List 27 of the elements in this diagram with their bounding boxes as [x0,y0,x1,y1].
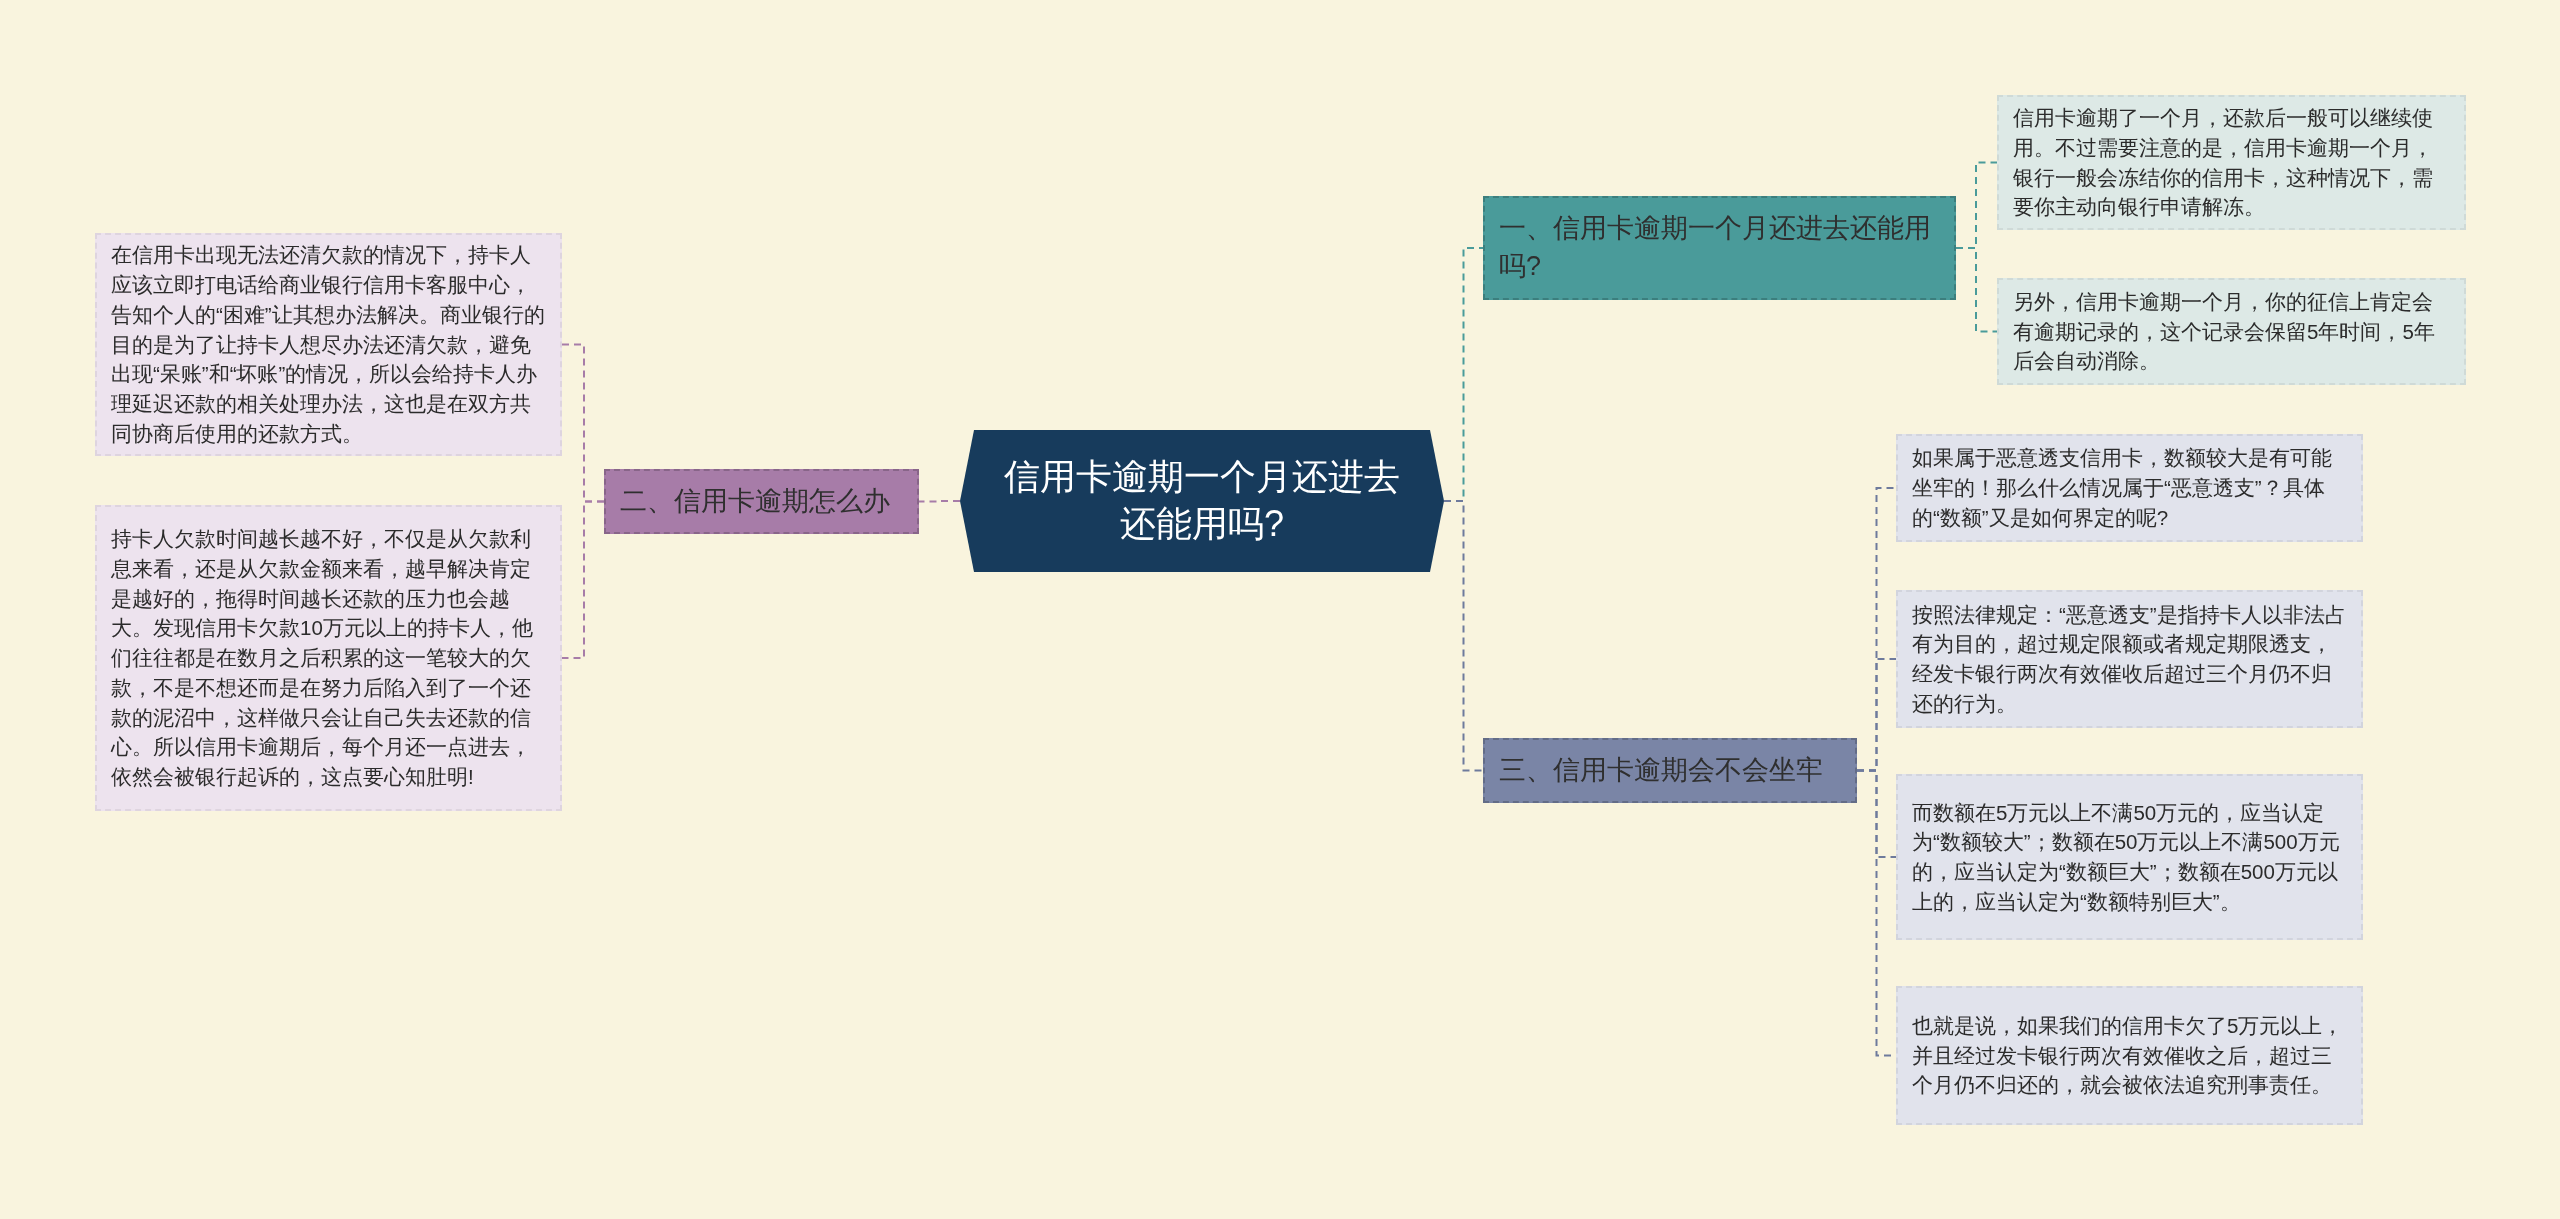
note-text: 而数额在5万元以上不满50万元的，应当认定为“数额较大”；数额在50万元以上不满500万元的，应当认定为“数额巨大”；数额在500万元以上的，应当认定为“数额特别巨大”。 [1912,799,2341,915]
connector-line [561,500,605,659]
note-box [95,505,562,811]
note-text: 持卡人欠款时间越长越不好，不仅是从欠款利息来看，还是从欠款金额来看，越早解决肯定是越好的，拖得时间越长还款的压力也会越大。发现信用卡欠款10万元以上的持卡人，他们往往都是在数月之后积累的这一笔较大的欠款，不是不想还而是在努力后陷入到了一个还款的泥沼中，这样做只会让自己失去还款的信心。所以信用卡逾期后，每个月还一点进去，依然会被银行起诉的，这点要心知肚明! [111,526,534,790]
note-text: 也就是说，如果我们的信用卡欠了5万元以上，并且经过发卡银行两次有效催收之后，超过三个月仍不归还的，就会被依法追究刑事责任。 [1912,1012,2345,1099]
topic-label: 信用卡逾期一个月还进去还能用吗? [1003,455,1401,546]
note-box [1896,774,2363,940]
note-text: 按照法律规定：“恶意透支”是指持卡人以非法占有为目的，超过规定限额或者规定期限透支，经发卡银行两次有效催收后超过三个月仍不归还的行为。 [1912,601,2347,717]
note-text: 信用卡逾期了一个月，还款后一般可以继续使用。不过需要注意的是，信用卡逾期一个月，银行一般会冻结你的信用卡，这种情况下，需要你主动向银行申请解冻。 [2013,105,2434,221]
connector-line [918,500,961,503]
topic-label: 二、信用卡逾期怎么办 [620,484,890,518]
topic-box [1483,738,1857,803]
note-box [1896,986,2363,1125]
note-box [1997,278,2466,385]
topic-box [604,469,919,534]
note-text: 在信用卡出现无法还清欠款的情况下，持卡人应该立即打电话给商业银行信用卡客服中心，告知个人的“困难”让其想办法解决。商业银行的目的是为了让持卡人想尽办法还清欠款，避免出现“呆账”和“坏账”的情况，所以会给持卡人办理延迟还款的相关处理办法，这也是在双方共同协商后使用的还款方式。 [111,242,546,447]
note-box [1896,590,2363,728]
topic-label: 一、信用卡逾期一个月还进去还能用吗? [1499,212,1932,283]
note-box [1896,434,2363,542]
connector-line [1955,247,1998,333]
central-topic-box [960,430,1444,572]
topic-box [1483,196,1956,300]
note-text: 如果属于恶意透支信用卡，数额较大是有可能坐牢的！那么什么情况属于“恶意透支”？具体的“数额”又是如何界定的呢? [1912,445,2333,531]
connector-line [1443,500,1484,772]
topic-label: 三、信用卡逾期会不会坐牢 [1499,753,1823,787]
note-text: 另外，信用卡逾期一个月，你的征信上肯定会有逾期记录的，这个记录会保留5年时间，5年后会自动消除。 [2013,288,2436,375]
note-box [1997,95,2466,230]
